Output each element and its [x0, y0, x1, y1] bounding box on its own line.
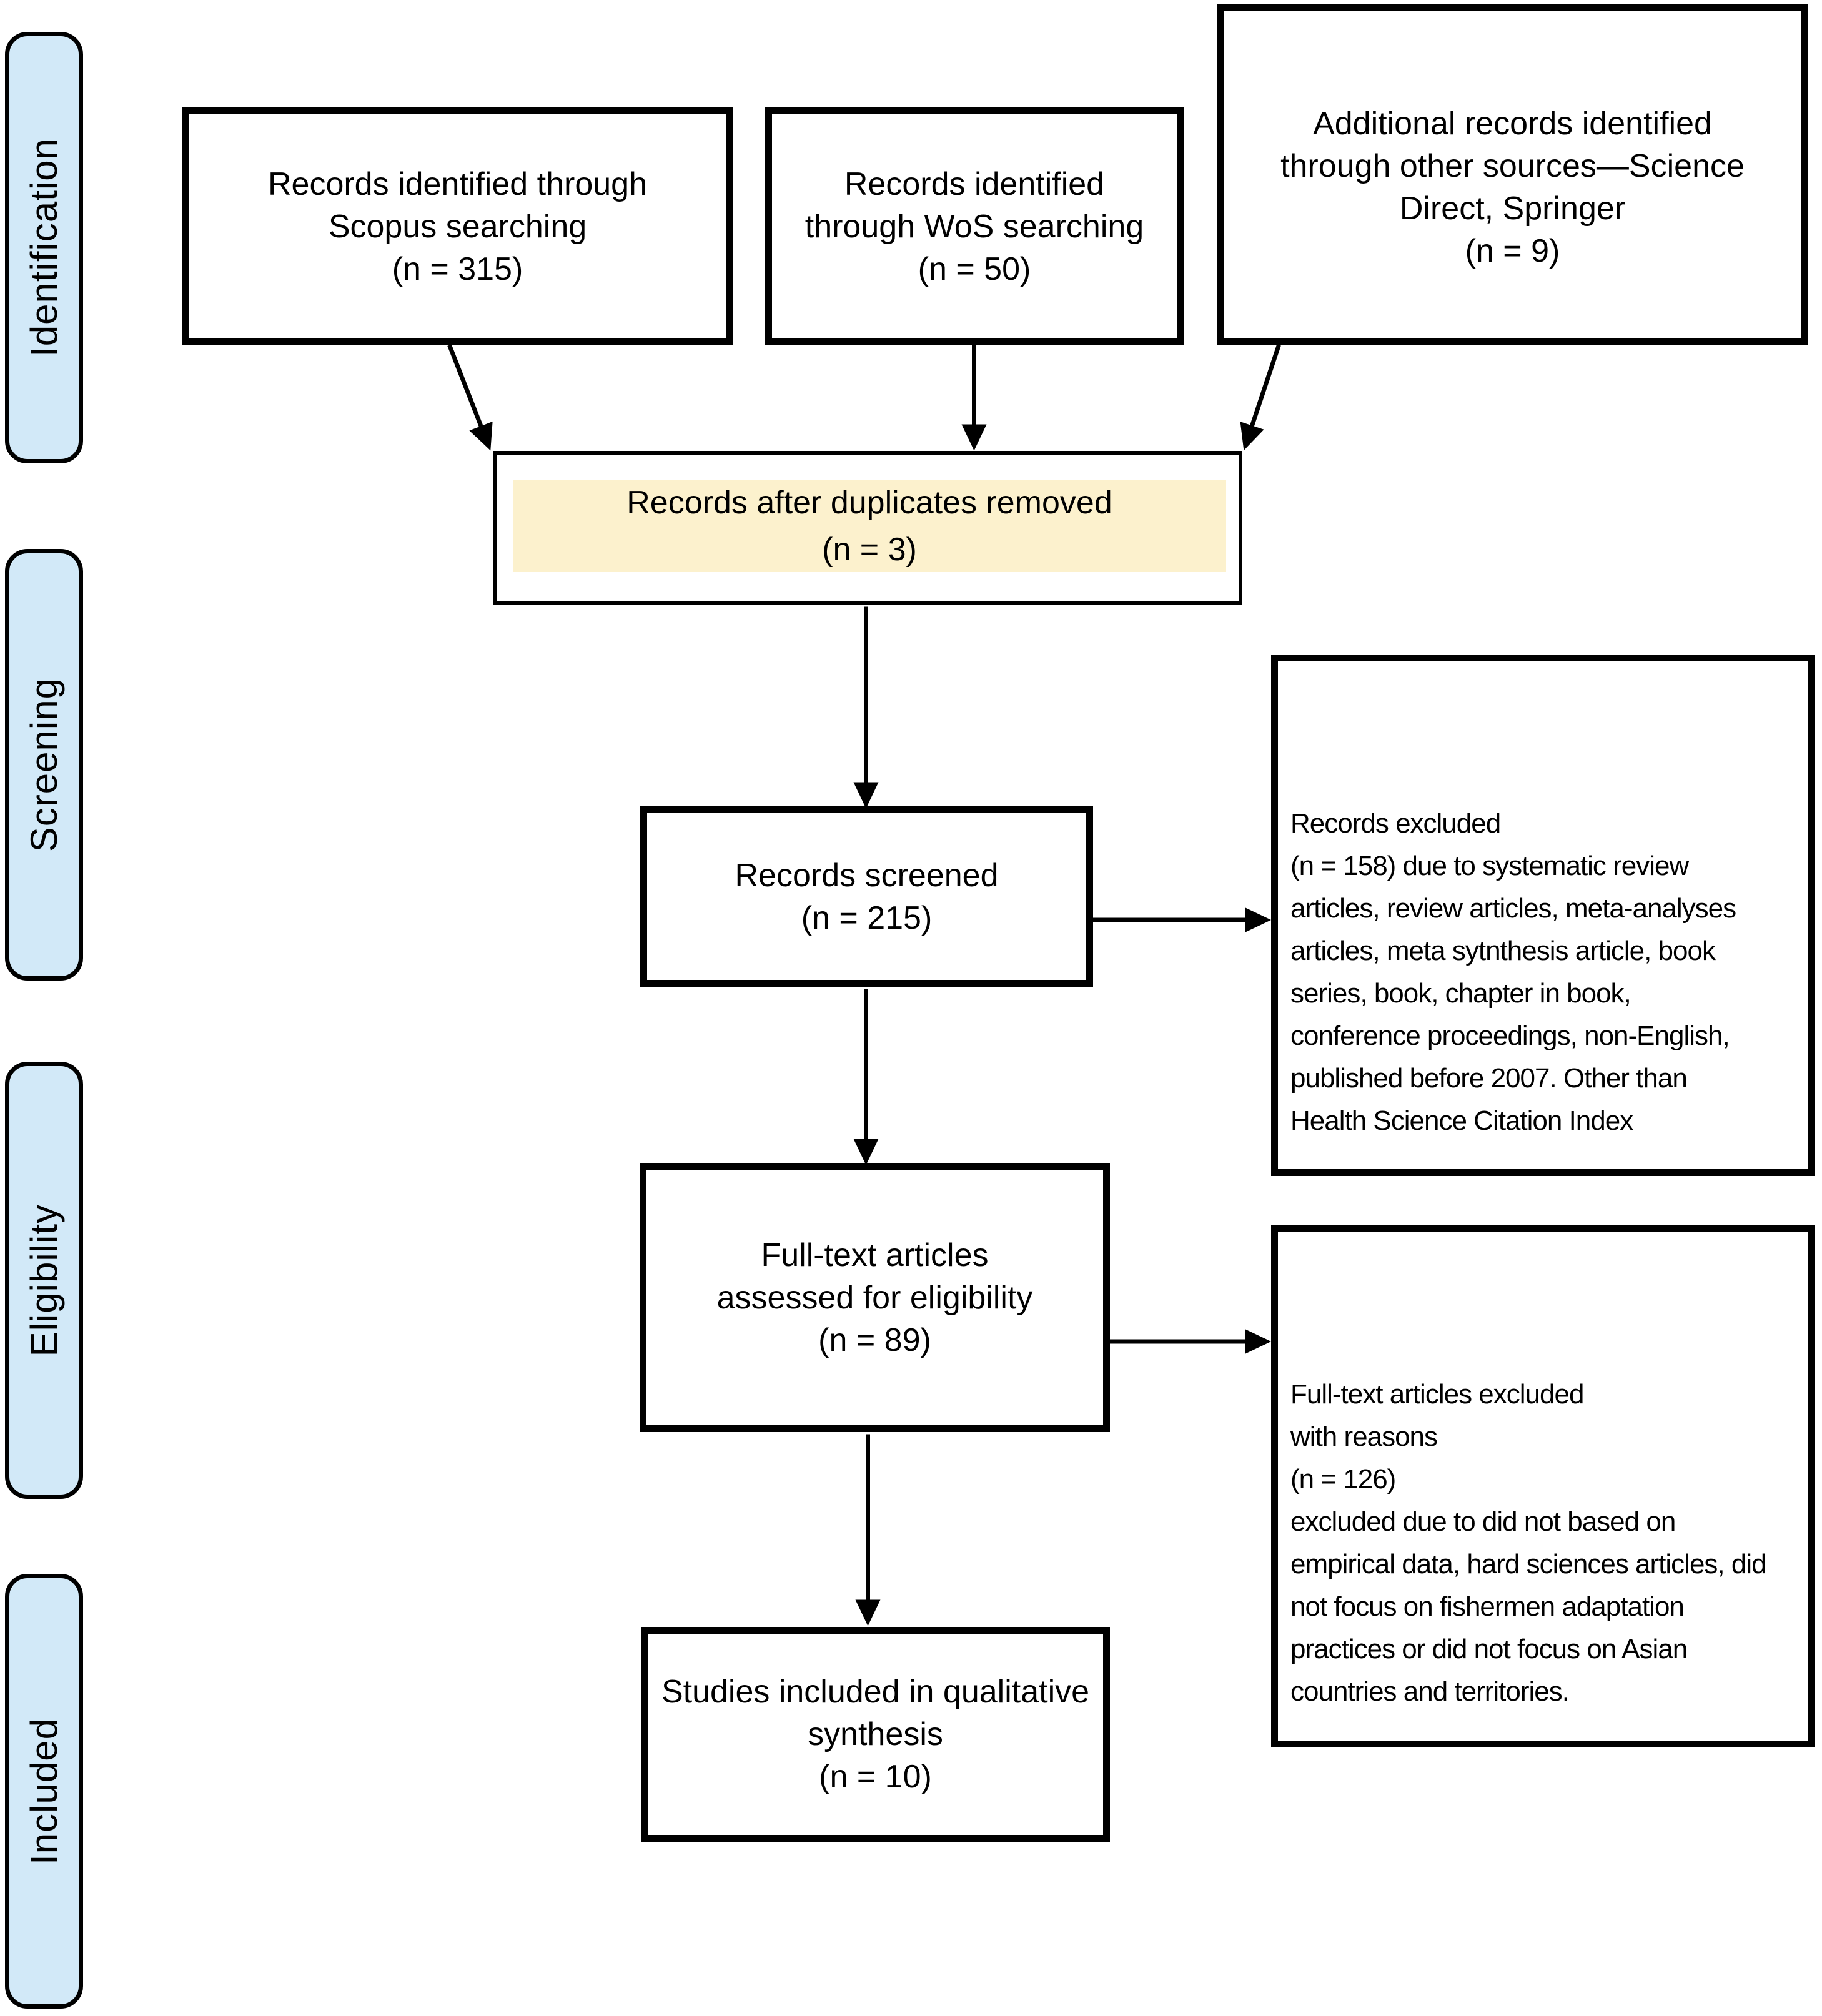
duplicates-highlight: Records after duplicates removed (n = 3)	[513, 480, 1226, 572]
arrowhead-icon	[856, 1599, 881, 1626]
arrowhead-icon	[469, 421, 503, 455]
stage-identification: Identification	[5, 32, 83, 463]
stage-screening-label: Screening	[23, 677, 65, 852]
duplicates-title: Records after duplicates removed	[626, 485, 1112, 521]
arrow-shaft	[866, 1434, 871, 1609]
arrowhead-icon	[1232, 422, 1265, 455]
box-other-sources-records: Additional records identified through ot…	[1217, 4, 1808, 345]
box-fulltext-excluded: Full-text articles excluded with reasons…	[1271, 1225, 1815, 1747]
arrow-fulltext-to-ftexcluded	[1110, 1328, 1271, 1354]
arrow-shaft	[1093, 917, 1254, 922]
duplicates-count: (n = 3)	[822, 531, 917, 568]
box-duplicates-removed: Records after duplicates removed (n = 3)	[493, 451, 1242, 605]
arrow-screened-to-excluded	[1093, 907, 1271, 932]
box-wos-records: Records identified through WoS searching…	[765, 107, 1184, 345]
stage-screening: Screening	[5, 549, 83, 981]
box-studies-included: Studies included in qualitative synthesi…	[641, 1627, 1110, 1842]
box-records-excluded: Records excluded (n = 158) due to system…	[1271, 655, 1815, 1176]
box-fulltext-assessed: Full-text articles assessed for eligibil…	[640, 1163, 1110, 1432]
arrowhead-icon	[1245, 907, 1271, 932]
arrowhead-icon	[854, 782, 879, 809]
stage-eligibility-label: Eligibility	[23, 1203, 65, 1357]
arrow-shaft	[972, 345, 977, 433]
arrow-shaft	[864, 989, 869, 1148]
arrowhead-icon	[1245, 1328, 1271, 1354]
arrow-scopus-to-duplicates	[447, 344, 503, 455]
arrow-fulltext-to-included	[856, 1434, 881, 1626]
arrow-shaft	[864, 606, 869, 791]
stage-included-label: Included	[23, 1717, 65, 1865]
arrowhead-icon	[962, 424, 987, 451]
box-scopus-records: Records identified through Scopus search…	[182, 107, 733, 345]
arrow-screened-to-fulltext	[854, 989, 879, 1165]
arrow-duplicates-to-screened	[854, 606, 879, 809]
arrow-shaft	[1247, 344, 1282, 435]
box-records-screened: Records screened (n = 215)	[640, 806, 1093, 987]
stage-eligibility: Eligibility	[5, 1062, 83, 1499]
arrow-wos-to-duplicates	[962, 345, 987, 451]
arrow-other-to-duplicates	[1232, 344, 1282, 455]
arrow-shaft	[1110, 1339, 1254, 1343]
arrow-shaft	[447, 344, 487, 435]
stage-included: Included	[5, 1574, 83, 2009]
arrowhead-icon	[854, 1139, 879, 1165]
stage-identification-label: Identification	[23, 138, 65, 357]
